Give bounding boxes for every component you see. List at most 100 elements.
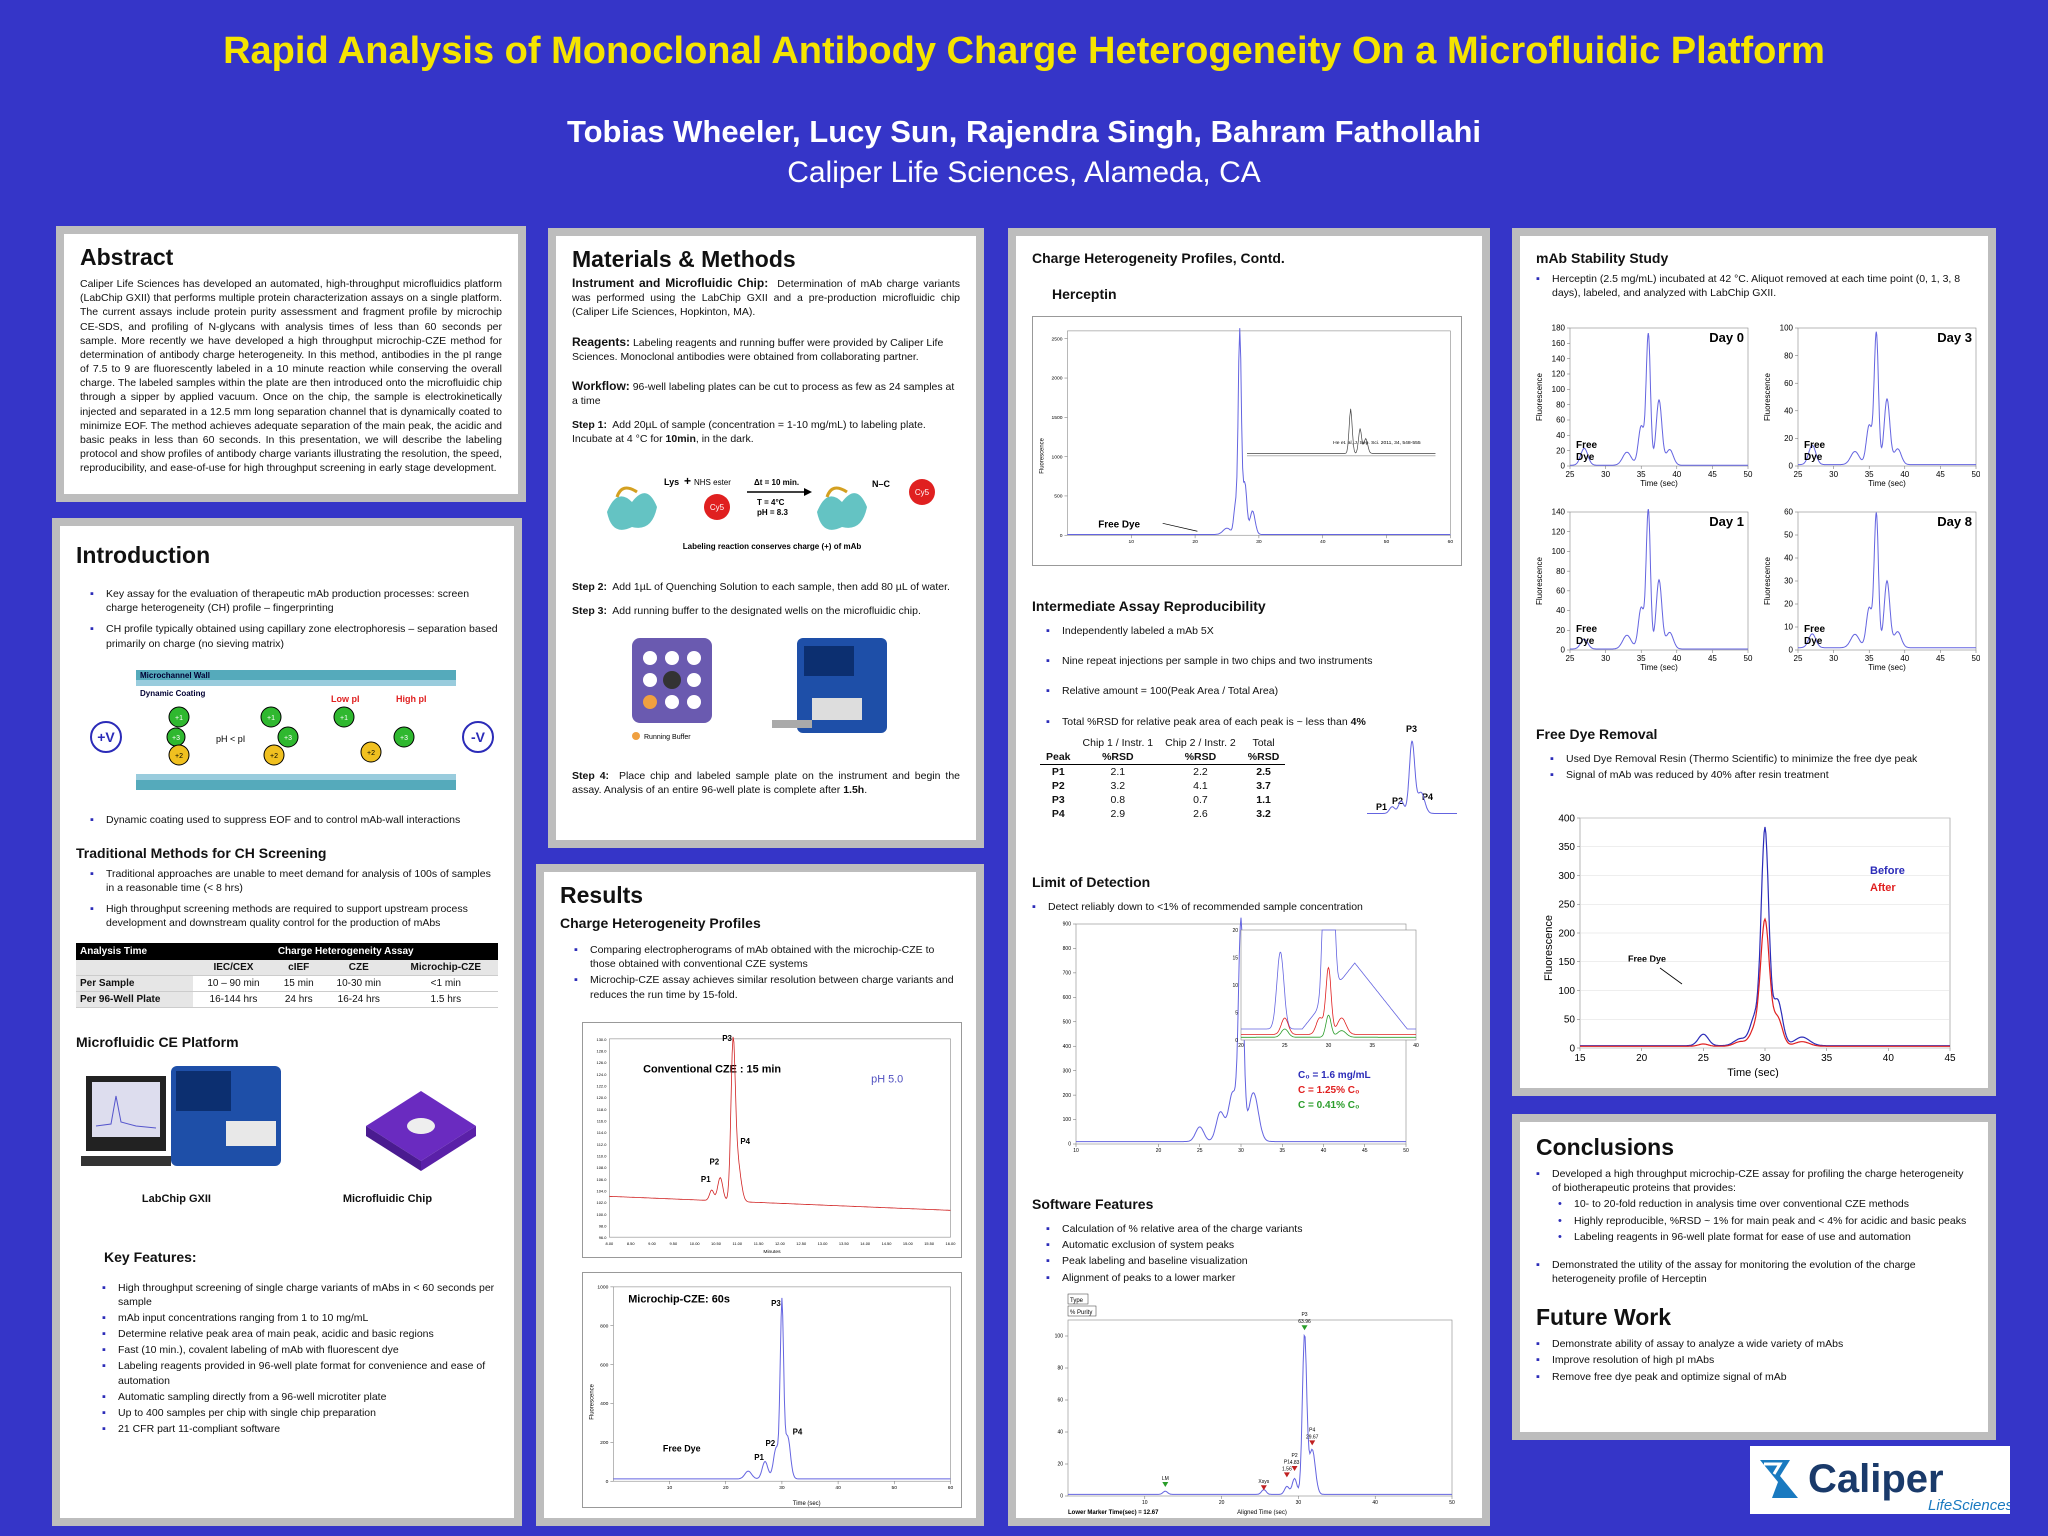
future-work-bullets: Demonstrate ability of assay to analyze … (1536, 1337, 1972, 1384)
x-tick-label: 14.00 (860, 1241, 871, 1246)
y-tick-label: 1000 (597, 1285, 608, 1291)
lower-marker-label: Lower Marker Time(sec) = 12.67 (1068, 1510, 1159, 1516)
svg-text:P2: P2 (1392, 796, 1403, 806)
peak-label: LM (1162, 1476, 1169, 1482)
x-tick-label: 40 (1672, 470, 1681, 479)
chip-caption: Microfluidic Chip (342, 1192, 433, 1205)
peak-label: P3 (771, 1299, 781, 1308)
y-tick-label: 0 (1561, 462, 1566, 471)
results-bullets: Comparing electropherograms of mAb obtai… (560, 943, 960, 1002)
x-tick-label: 60 (1448, 539, 1454, 545)
y-tick-label: 1000 (1051, 454, 1062, 460)
y-tick-label: 100 (1552, 385, 1566, 394)
platform-heading: Microfluidic CE Platform (76, 1033, 239, 1050)
x-tick-label: 20 (1192, 539, 1198, 545)
x-tick-label: 45 (1708, 654, 1717, 663)
high-pi-label: High pI (396, 694, 427, 704)
y-tick-label: 140 (1552, 354, 1566, 363)
x-tick-label: 15.50 (924, 1241, 935, 1246)
y-tick-label: 10 (1232, 983, 1238, 989)
day-trace (1570, 333, 1748, 466)
y-tick-label: 400 (1063, 1044, 1072, 1050)
y-tick-label: 300 (1063, 1068, 1072, 1074)
peak-marker (1301, 1325, 1308, 1331)
y-tick-label: 126.0 (597, 1060, 608, 1065)
x-tick-label: 35 (1637, 654, 1646, 663)
labeling-reaction-diagram: Lys + NHS ester Cy5 Δt = 10 min. T = 4°C… (607, 474, 935, 551)
peak-marker (1260, 1485, 1267, 1491)
peak-label: P2 (1291, 1453, 1297, 1459)
free-dye-label: Free Dye (1098, 519, 1140, 530)
y-tick-label: 200 (1063, 1093, 1072, 1099)
minus-v-label: -V (471, 729, 486, 745)
svg-text:P3: P3 (1406, 724, 1417, 734)
list-item: Signal of mAb was reduced by 40% after r… (1550, 768, 1976, 783)
y-tick-label: 180 (1552, 324, 1566, 333)
stability-bullets: Herceptin (2.5 mg/mL) incubated at 42 °C… (1536, 272, 1972, 300)
svg-text:% Purity: % Purity (1070, 1310, 1092, 1316)
table-header: Chip 1 / Instr. 1 (1082, 737, 1154, 749)
y-tick-label: 100 (1780, 324, 1794, 333)
y-tick-label: 300 (1558, 871, 1575, 882)
peak-label: P4 (740, 1137, 750, 1146)
conclusions-panel: Conclusions Developed a high throughput … (1520, 1122, 1988, 1432)
results-frame: Results Charge Heterogeneity Profiles Co… (536, 864, 984, 1526)
y-tick-label: 40 (1057, 1430, 1063, 1436)
list-item: Key assay for the evaluation of therapeu… (90, 587, 498, 615)
x-tick-label: 12.50 (796, 1241, 807, 1246)
purity-dropdown[interactable] (1067, 1305, 1097, 1317)
y-tick-label: 15 (1232, 956, 1238, 962)
type-dropdown[interactable] (1067, 1293, 1089, 1305)
workflow-text: Workflow: 96-well labeling plates can be… (572, 378, 955, 408)
x-tick-label: 25 (1794, 470, 1803, 479)
x-tick-label: 40 (1900, 470, 1909, 479)
anode (90, 720, 122, 753)
dye-removal-bullets: Used Dye Removal Resin (Thermo Scientifi… (1536, 752, 1976, 783)
x-tick-label: 10 (1073, 1148, 1079, 1154)
table-col: IEC/CEX (193, 959, 274, 976)
list-item: Herceptin (2.5 mg/mL) incubated at 42 °C… (1536, 272, 1972, 300)
y-tick-label: 600 (1063, 995, 1072, 1001)
x-tick-label: 30 (1829, 470, 1838, 479)
x-axis-label: Time (sec) (1640, 663, 1678, 672)
svg-text:+2: +2 (367, 750, 375, 757)
peak-label: Free (1804, 440, 1826, 451)
peak-label: P3 (1301, 1312, 1307, 1318)
y-tick-label: 0 (1068, 1142, 1071, 1148)
svg-text:Type: Type (1070, 1298, 1084, 1304)
trad-bullets: Traditional approaches are unable to mee… (76, 867, 498, 931)
list-item: Calculation of % relative area of the ch… (1046, 1222, 1472, 1237)
list-item: Labeling reagents in 96-well plate forma… (1558, 1230, 1972, 1245)
svg-text:+3: +3 (172, 735, 180, 742)
list-item: High throughput screening methods are re… (90, 902, 498, 930)
y-tick-label: 10 (1784, 623, 1793, 632)
microfluidic-chip-image (366, 1090, 476, 1171)
x-tick-label: 11.50 (754, 1241, 764, 1246)
chart-annotation: pH 5.0 (871, 1073, 903, 1085)
lod-heading: Limit of Detection (1032, 874, 1151, 890)
introduction-heading: Introduction (76, 542, 211, 568)
peak-label: Xsys (1258, 1479, 1269, 1485)
herceptin-heading: Herceptin (1052, 286, 1117, 302)
x-tick-label: 60 (948, 1485, 954, 1491)
wall-label: Microchannel Wall (140, 671, 210, 680)
y-tick-label: 0 (1569, 1043, 1575, 1054)
y-tick-label: 60 (1556, 416, 1565, 425)
logo-sub: LifeSciences (1928, 1497, 2010, 1514)
lys-label: Lys (664, 477, 679, 487)
x-tick-label: 20 (723, 1485, 729, 1491)
results-panel: Results Charge Heterogeneity Profiles Co… (544, 872, 976, 1518)
list-item: Nine repeat injections per sample in two… (1046, 654, 1472, 669)
plus-v-label: +V (97, 729, 115, 745)
antibody-right (817, 486, 867, 530)
x-tick-label: 30 (1829, 654, 1838, 663)
x-tick-label: 25 (1794, 654, 1803, 663)
repro-heading: Intermediate Assay Reproducibility (1032, 598, 1266, 614)
y-tick-label: 116.0 (597, 1119, 607, 1124)
free-dye-label: Free Dye (663, 1443, 701, 1453)
list-item: Automatic exclusion of system peaks (1046, 1238, 1472, 1253)
plot-area (1797, 327, 1977, 467)
y-tick-label: 80 (1784, 351, 1793, 360)
